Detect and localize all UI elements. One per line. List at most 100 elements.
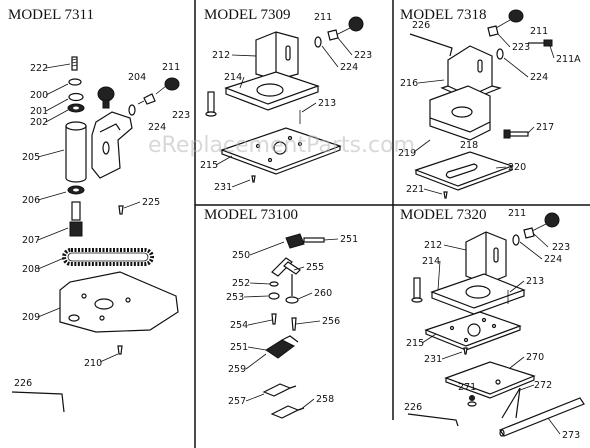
- label-231-7320: 231: [424, 354, 442, 365]
- part-254-screw: [271, 313, 277, 325]
- part-211-knob-7320: [529, 212, 560, 233]
- part-201-washer: [68, 92, 84, 102]
- panel-title-73100: MODEL 73100: [204, 207, 298, 223]
- label-222: 222: [30, 63, 48, 74]
- label-218: 218: [460, 140, 478, 151]
- label-223: 223: [172, 110, 190, 121]
- part-224-7320: [512, 234, 520, 246]
- label-224-7320: 224: [544, 254, 562, 265]
- part-207-spindle: [69, 201, 83, 237]
- part-260-washer: [285, 296, 299, 304]
- model-7309-parts: 211 223 224 212 214 213 215 231: [200, 12, 372, 193]
- label-220: 220: [508, 162, 526, 173]
- label-215-7320: 215: [406, 338, 424, 349]
- label-205: 205: [22, 152, 40, 163]
- part-218-mount: [429, 85, 491, 141]
- part-220-sub-base: [414, 151, 514, 191]
- part-253-washer: [269, 281, 279, 287]
- part-225-screw: [118, 205, 124, 215]
- label-219: 219: [398, 148, 416, 159]
- label-224-7309: 224: [340, 62, 358, 73]
- part-273-rail: [499, 397, 585, 437]
- leader-lines-7309: [215, 37, 353, 188]
- part-214-base-plate-7320: [430, 273, 526, 315]
- part-210-screw: [117, 345, 123, 355]
- label-226-7320: 226: [404, 402, 422, 413]
- label-272: 272: [534, 380, 552, 391]
- part-200-washer: [68, 78, 82, 86]
- part-253-nut: [268, 292, 280, 300]
- model-7311-parts: 222 204 211 200 201 202 223 224 205 206 …: [11, 56, 190, 413]
- label-201: 201: [30, 106, 48, 117]
- part-206-washer: [67, 185, 85, 195]
- part-258-pin: [270, 405, 305, 419]
- part-223-7318: [487, 25, 499, 37]
- part-202-ring: [67, 103, 85, 113]
- label-223-7318: 223: [512, 42, 530, 53]
- label-211-7320: 211: [508, 208, 526, 219]
- label-273: 273: [562, 430, 580, 441]
- label-212-7320: 212: [424, 240, 442, 251]
- label-270: 270: [526, 352, 544, 363]
- label-251-b: 251: [230, 342, 248, 353]
- label-208: 208: [22, 264, 40, 275]
- label-214-7320: 214: [422, 256, 440, 267]
- part-231-screw-7320: [463, 347, 468, 355]
- part-212-bracket: [255, 31, 299, 81]
- part-271-fastener: [467, 395, 477, 407]
- part-214-bolt-7320: [411, 277, 423, 303]
- label-211-7318: 211: [530, 26, 548, 37]
- label-259: 259: [228, 364, 246, 375]
- label-221: 221: [406, 184, 424, 195]
- panel-dividers: [194, 0, 590, 448]
- part-257-pin: [262, 383, 297, 397]
- model-7320-parts: 211 212 223 224 214 213 215 231 270 271 …: [404, 208, 585, 441]
- part-224-7309: [314, 36, 322, 48]
- part-270-plate: [444, 361, 536, 399]
- part-208-belt: [62, 248, 154, 266]
- label-209: 209: [22, 312, 40, 323]
- label-257: 257: [228, 396, 246, 407]
- label-271: 271: [458, 382, 476, 393]
- label-206: 206: [22, 195, 40, 206]
- label-216: 216: [400, 78, 418, 89]
- label-226-7318: 226: [412, 20, 430, 31]
- label-224: 224: [148, 122, 166, 133]
- part-224-washer: [128, 104, 136, 116]
- part-bracket-7311: [91, 111, 133, 179]
- label-231-7309: 231: [214, 182, 232, 193]
- label-207: 207: [22, 235, 40, 246]
- label-211A: 211A: [556, 54, 581, 65]
- label-223-7320: 223: [552, 242, 570, 253]
- part-226-hex-key-7320: [407, 413, 459, 427]
- label-252: 252: [232, 278, 250, 289]
- part-272-rods: [501, 387, 521, 419]
- label-213-7320: 213: [526, 276, 544, 287]
- part-211A-screw: [528, 39, 553, 47]
- panel-title-7311: MODEL 7311: [8, 7, 94, 23]
- label-204: 204: [128, 72, 146, 83]
- label-224-7318: 224: [530, 72, 548, 83]
- part-231-screw: [251, 175, 256, 183]
- label-213-7309: 213: [318, 98, 336, 109]
- part-214-base-plate: [224, 71, 320, 111]
- label-223-7309: 223: [354, 50, 372, 61]
- leader-lines-7320: [421, 233, 561, 435]
- label-215-7309: 215: [200, 160, 218, 171]
- label-202: 202: [30, 117, 48, 128]
- part-211-knob: [155, 77, 180, 95]
- label-214-7309: 214: [224, 72, 242, 83]
- label-256: 256: [322, 316, 340, 327]
- label-226: 226: [14, 378, 32, 389]
- watermark: eReplacementParts.com: [148, 133, 415, 158]
- part-215-sub-base: [220, 127, 342, 175]
- part-217-screw: [503, 129, 529, 139]
- part-250-clamp: [285, 233, 325, 249]
- label-211: 211: [162, 62, 180, 73]
- label-255: 255: [306, 262, 324, 273]
- part-226-hex-key: [11, 391, 65, 413]
- part-224-7318: [496, 48, 504, 60]
- part-256-screw: [291, 317, 297, 331]
